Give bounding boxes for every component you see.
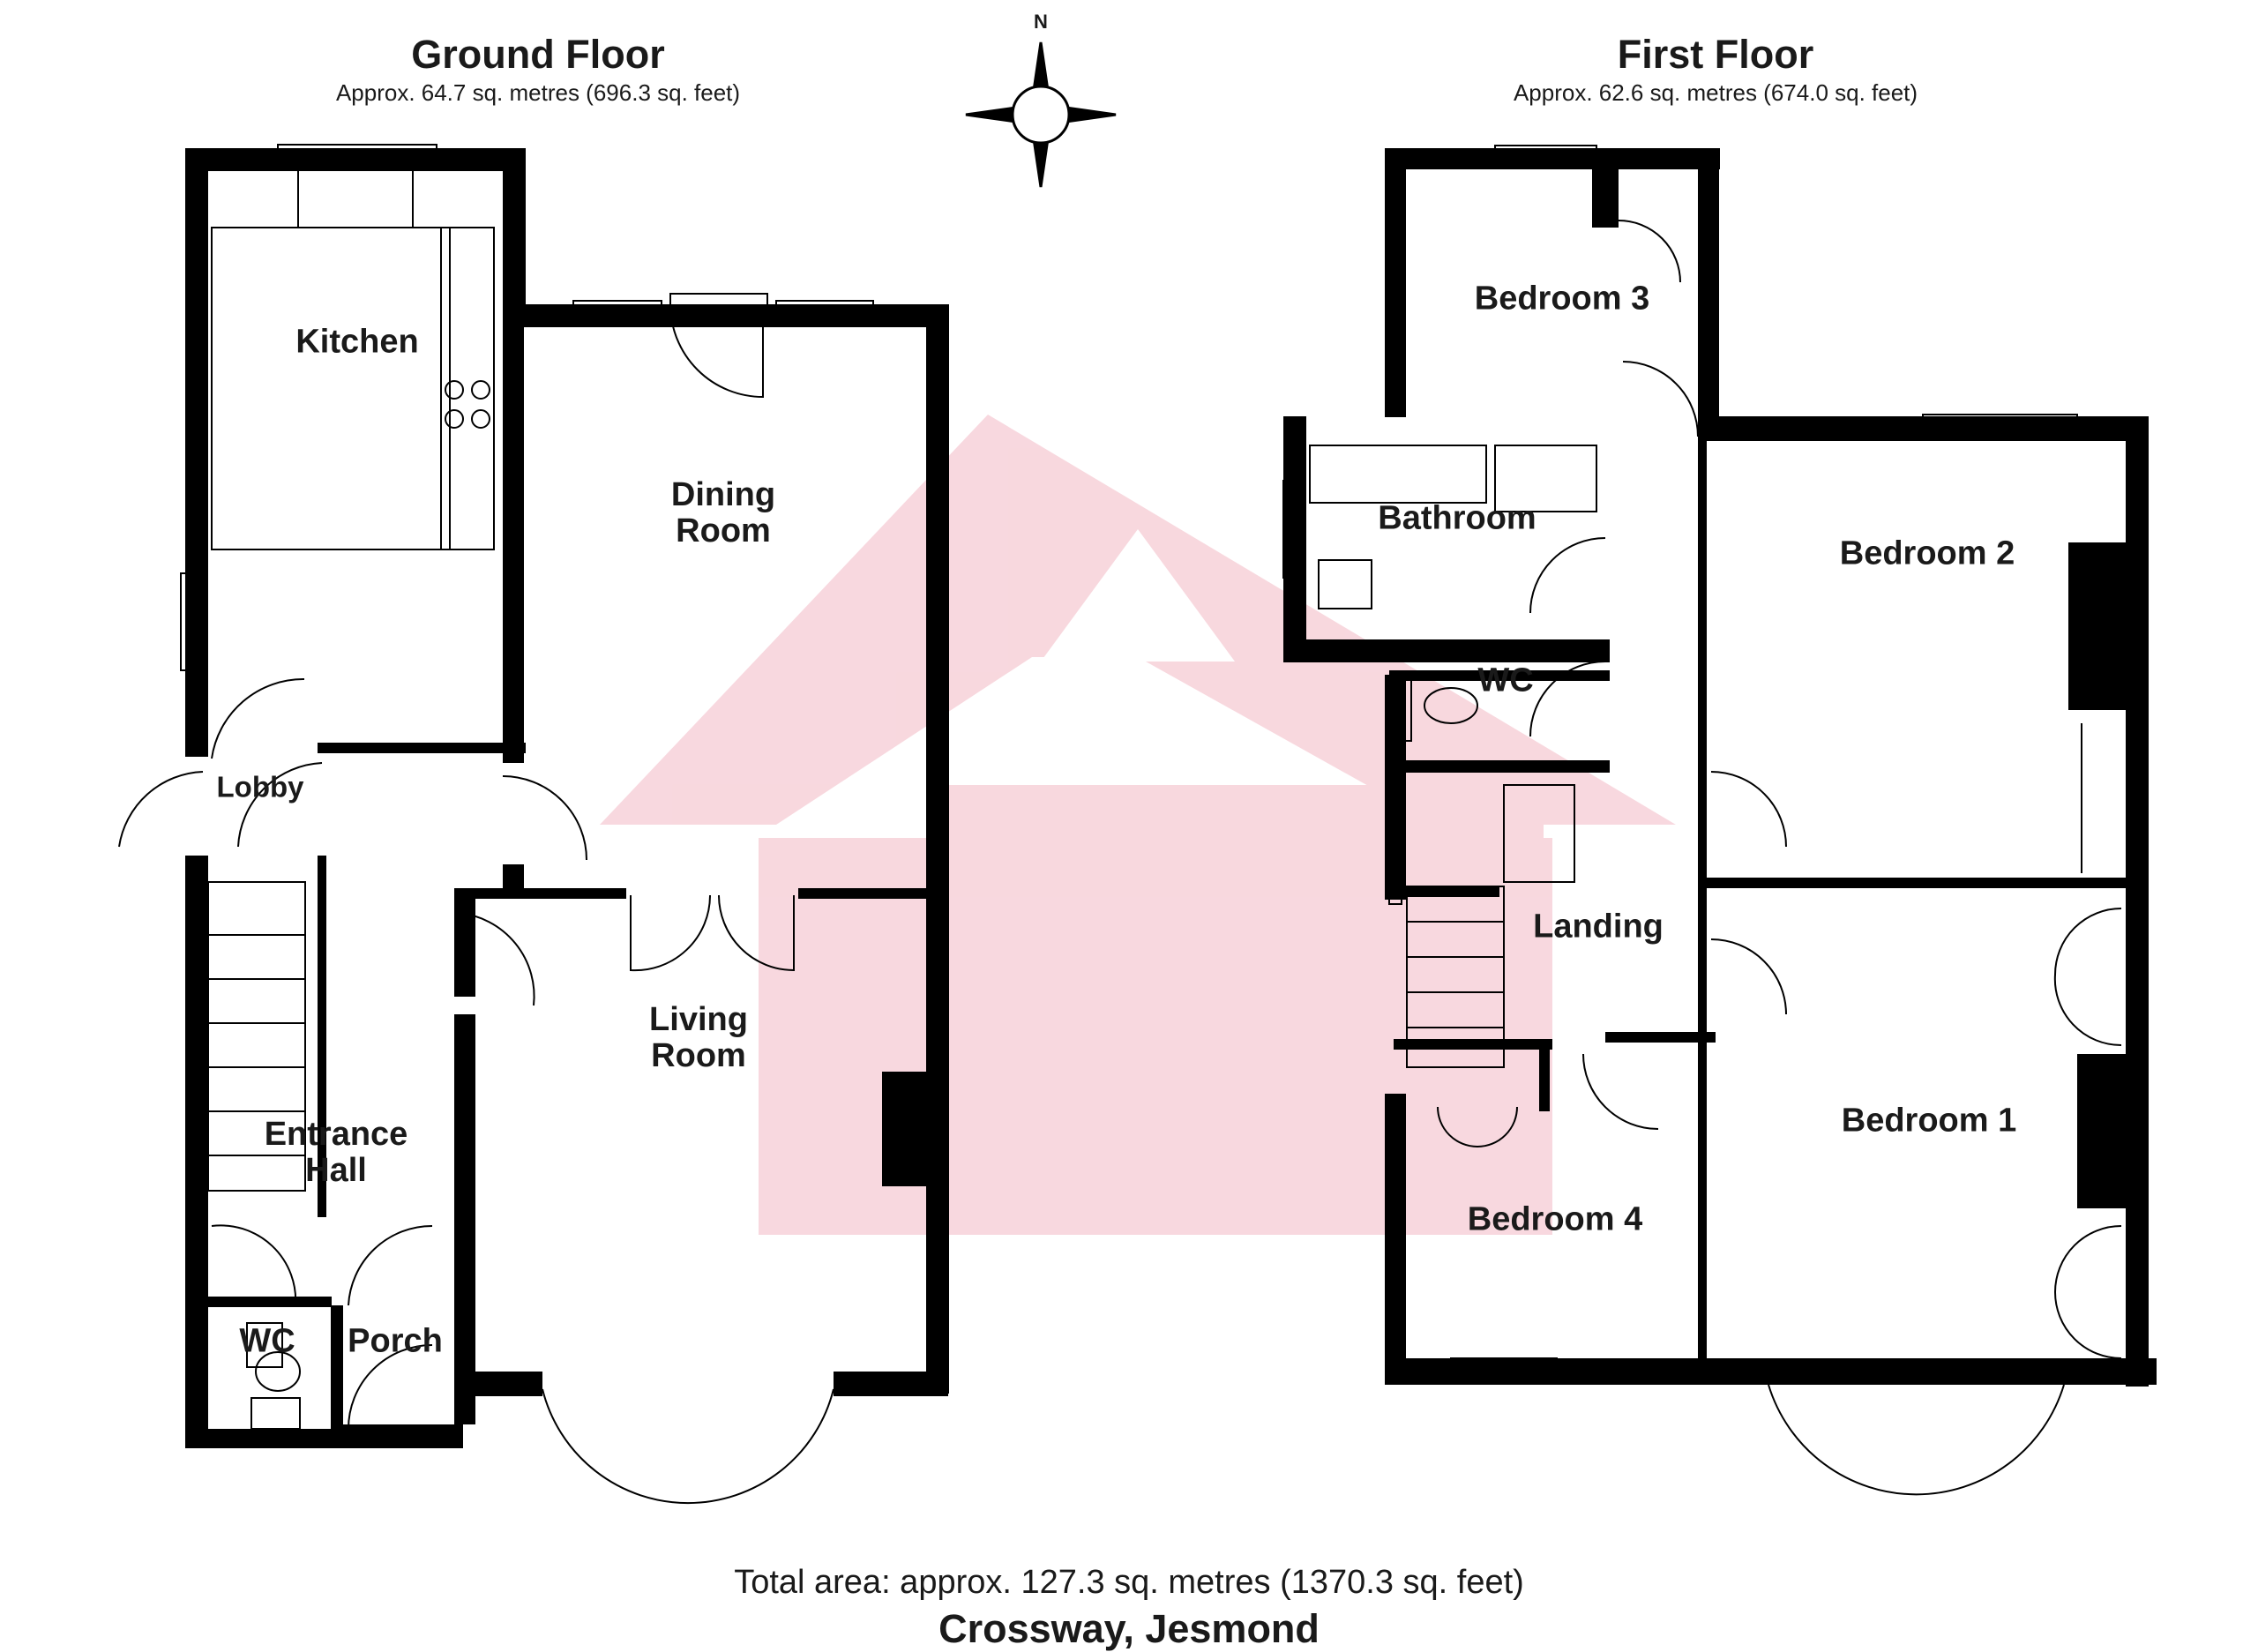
watermark-logo bbox=[600, 415, 1676, 1235]
room-label-living-room: Living Room bbox=[649, 1001, 748, 1074]
ground-floor-fixtures bbox=[118, 144, 874, 1505]
room-label-landing: Landing bbox=[1533, 908, 1664, 946]
total-area-text: Total area: approx. 127.3 sq. metres (13… bbox=[734, 1564, 1524, 1601]
room-label-first-wc: WC bbox=[1477, 662, 1534, 699]
room-label-bedroom-3: Bedroom 3 bbox=[1474, 280, 1650, 318]
ground-floor-walls bbox=[185, 148, 949, 1448]
first-floor-title: First Floor bbox=[1617, 32, 1814, 77]
room-label-kitchen: Kitchen bbox=[295, 323, 419, 361]
room-label-porch: Porch bbox=[348, 1322, 443, 1360]
room-label-bedroom-1: Bedroom 1 bbox=[1841, 1102, 2017, 1140]
room-label-bedroom-4: Bedroom 4 bbox=[1467, 1200, 1643, 1238]
room-label-bedroom-2: Bedroom 2 bbox=[1839, 534, 2015, 572]
room-label-ground-wc: WC bbox=[239, 1322, 295, 1360]
compass-north-label: N bbox=[1034, 11, 1048, 33]
north-compass bbox=[965, 41, 1117, 188]
room-label-lobby: Lobby bbox=[216, 770, 304, 804]
room-label-entrance-hall: Entrance Hall bbox=[264, 1116, 408, 1189]
first-floor-area: Approx. 62.6 sq. metres (674.0 sq. feet) bbox=[1513, 79, 1918, 106]
room-label-dining-room: Dining Room bbox=[670, 476, 776, 549]
property-address: Crossway, Jesmond bbox=[938, 1606, 1320, 1651]
first-floor-fixtures bbox=[1282, 145, 2122, 1496]
room-label-bathroom: Bathroom bbox=[1378, 499, 1536, 537]
ground-floor-area: Approx. 64.7 sq. metres (696.3 sq. feet) bbox=[335, 79, 741, 106]
ground-floor-title: Ground Floor bbox=[411, 32, 665, 77]
